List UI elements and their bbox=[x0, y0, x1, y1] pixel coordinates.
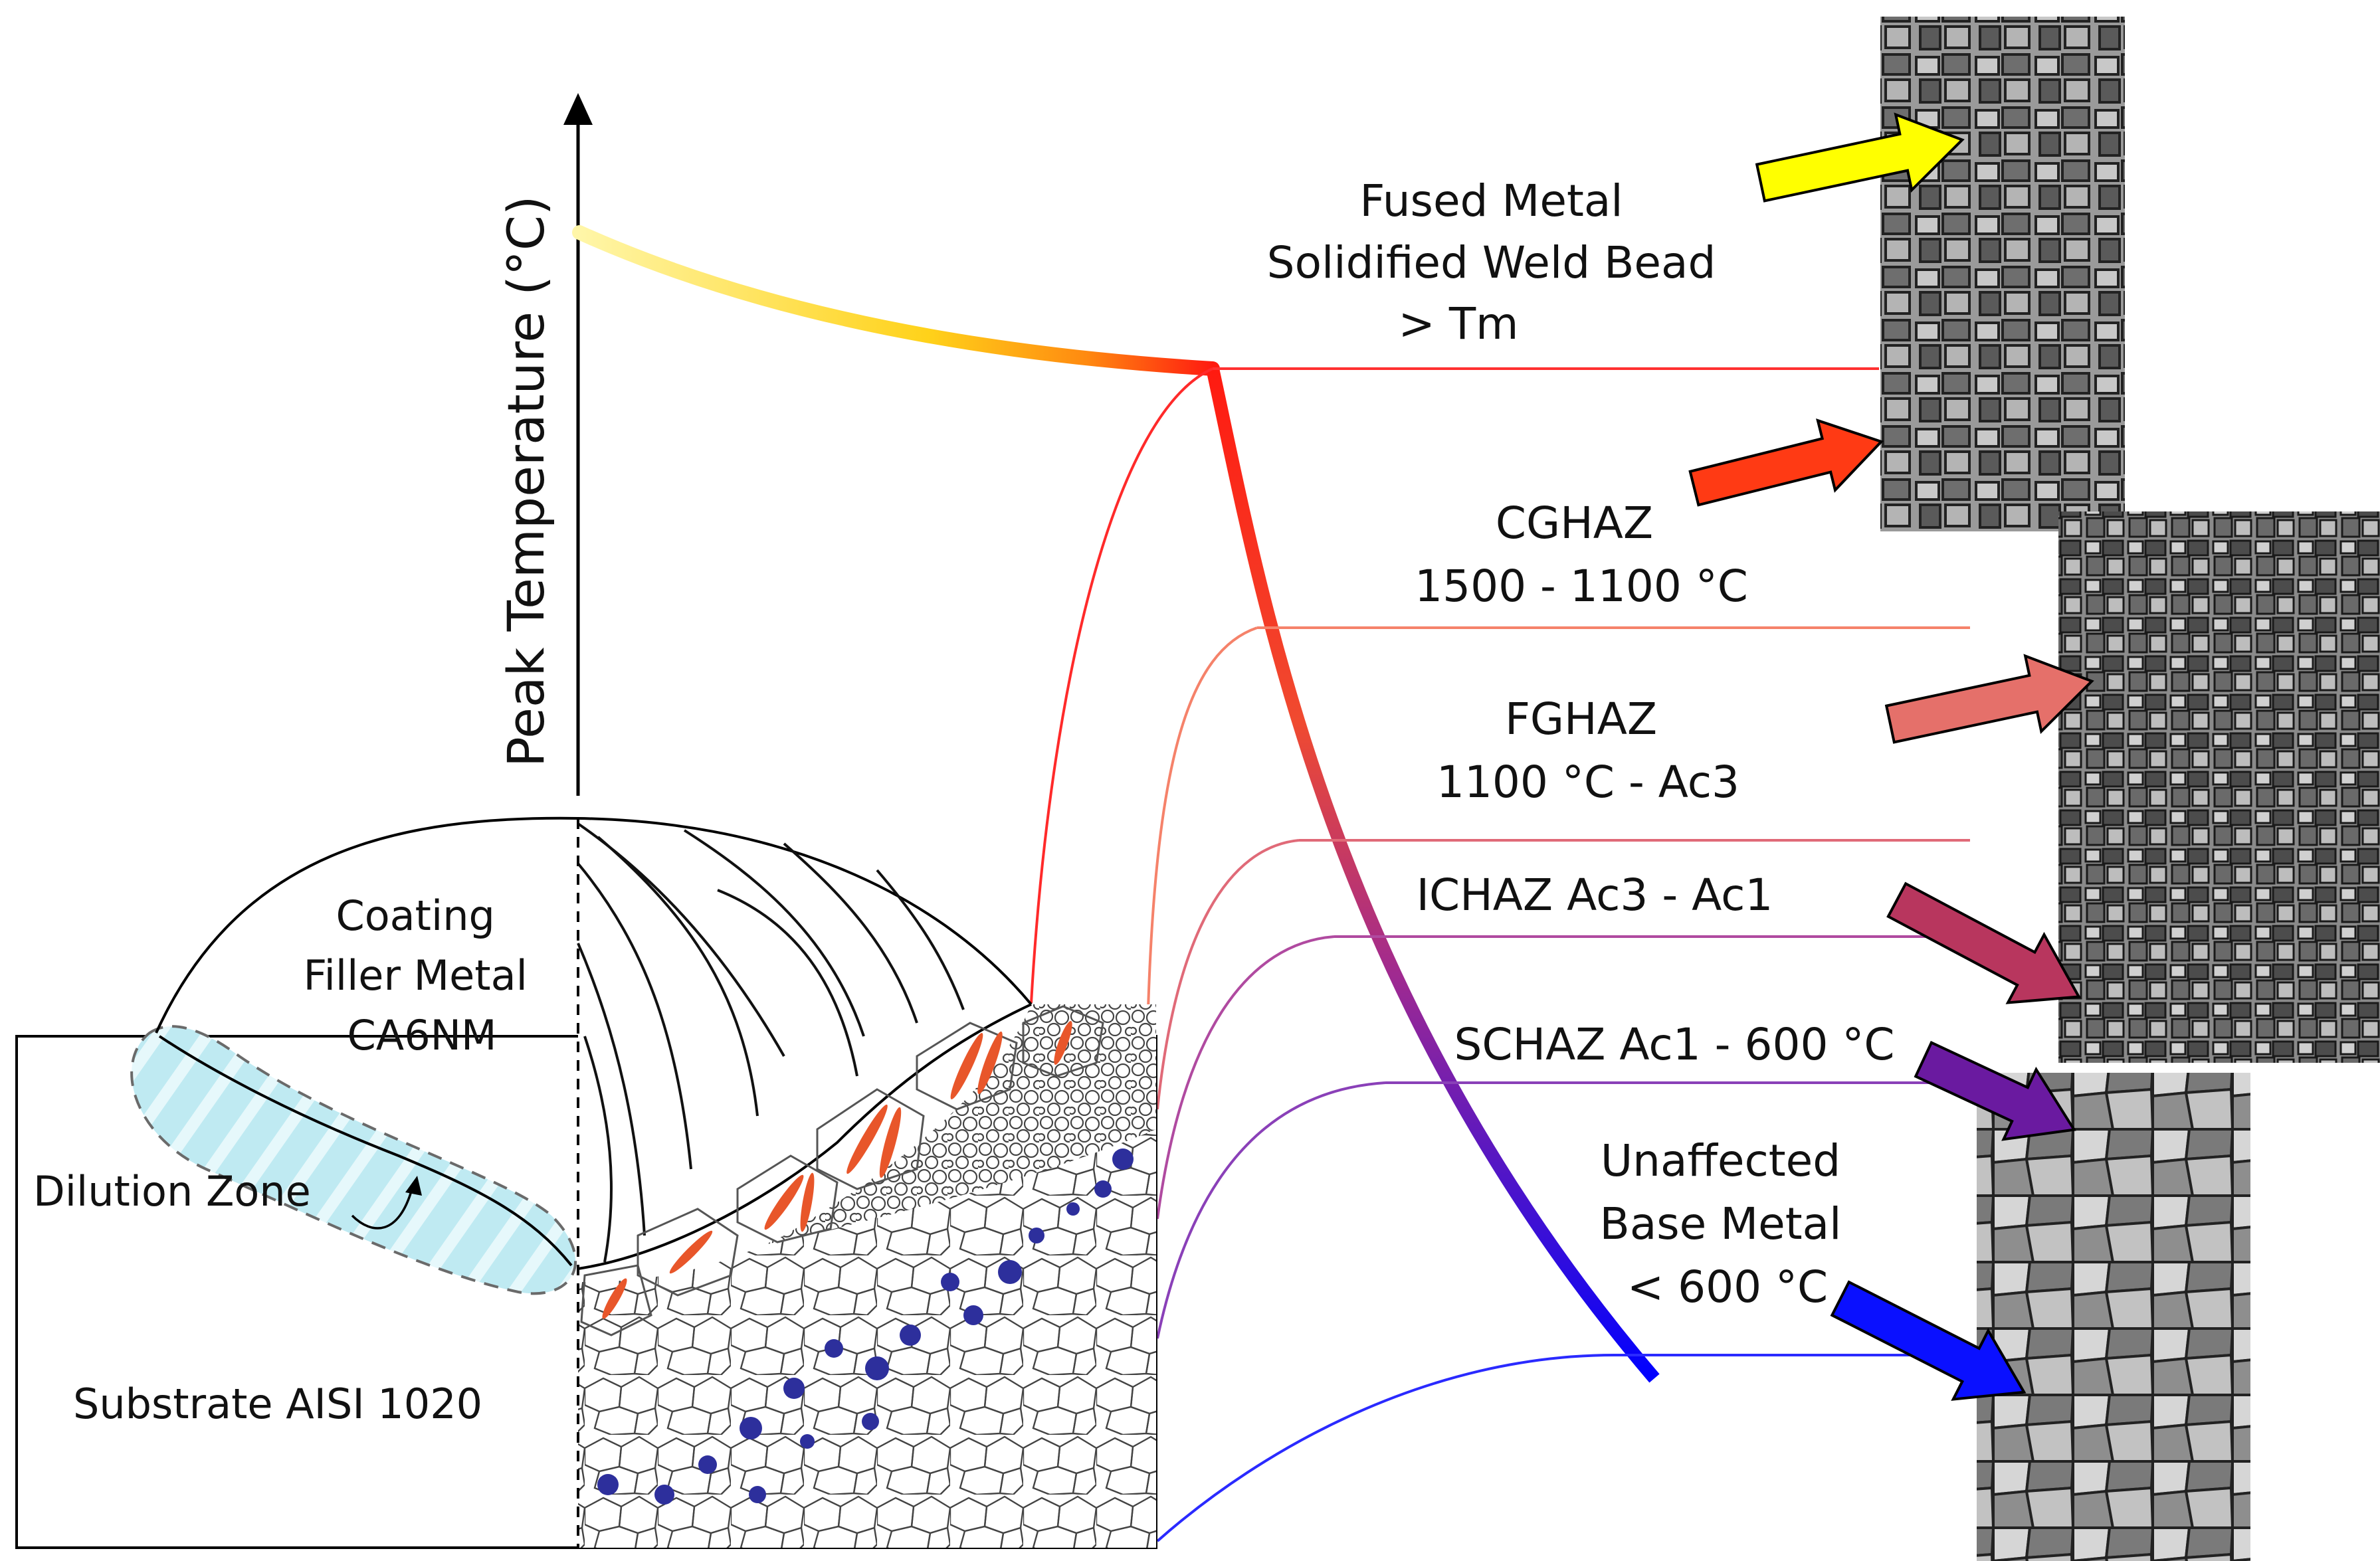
coarse-grain-region bbox=[578, 1129, 1156, 1548]
dark-grains bbox=[597, 1148, 1134, 1505]
martensite-laths bbox=[602, 1021, 1072, 1319]
cghaz-label-line-1: CGHAZ bbox=[1496, 498, 1653, 549]
cghaz-label-line-2: 1500 - 1100 °C bbox=[1415, 561, 1748, 612]
substrate-label: Substrate AISI 1020 bbox=[73, 1380, 482, 1428]
base-connector bbox=[1156, 1354, 1615, 1542]
fghaz-arrow bbox=[1884, 654, 2094, 744]
cghaz-connector bbox=[1147, 626, 1258, 1010]
y-axis: Peak Temperature (°C) bbox=[496, 93, 593, 796]
base-label-line-1: Unaffected bbox=[1601, 1135, 1840, 1186]
fused-label-line-1: Fused Metal bbox=[1359, 175, 1623, 227]
schaz-arrow bbox=[1914, 1040, 2076, 1141]
weld-cross-section: Coating Filler Metal CA6NM Dilution Zone… bbox=[15, 816, 1157, 1549]
y-axis-label: Peak Temperature (°C) bbox=[496, 195, 555, 767]
fused-zone-label: Fused Metal Solidified Weld Bead > Tm bbox=[1267, 175, 1730, 349]
zone-labels: Fused Metal Solidified Weld Bead > Tm CG… bbox=[1267, 175, 1895, 1313]
fused-label-line-3: > Tm bbox=[1399, 298, 1519, 349]
dilution-zone-label: Dilution Zone bbox=[33, 1167, 311, 1216]
fghaz-label-line-1: FGHAZ bbox=[1505, 693, 1657, 745]
curve-down-segment bbox=[1206, 367, 1660, 1383]
connector-curves bbox=[1030, 367, 1615, 1542]
fused-connector bbox=[1030, 367, 1213, 1004]
peak-temperature-curve bbox=[572, 225, 1660, 1383]
coating-label-line-3: CA6NM bbox=[347, 1011, 496, 1059]
base-metal-label: Unaffected Base Metal < 600 °C bbox=[1600, 1135, 1856, 1313]
base-label-line-3: < 600 °C bbox=[1627, 1261, 1828, 1313]
schaz-label: SCHAZ Ac1 - 600 °C bbox=[1454, 1019, 1894, 1070]
fused-label-line-2: Solidified Weld Bead bbox=[1267, 237, 1716, 288]
cghaz-label: CGHAZ 1500 - 1100 °C bbox=[1415, 498, 1748, 612]
dilution-pointer-head bbox=[405, 1176, 422, 1196]
ichaz-label: ICHAZ Ac3 - Ac1 bbox=[1417, 870, 1773, 921]
base-label-line-2: Base Metal bbox=[1600, 1198, 1842, 1249]
weld-bead bbox=[156, 818, 1031, 1282]
ichaz-connector bbox=[1156, 935, 1335, 1220]
fusion-boundary-right bbox=[577, 1003, 1032, 1270]
columnar-grains bbox=[577, 822, 965, 1263]
y-axis-arrowhead bbox=[563, 93, 593, 125]
coarse-haz-grains bbox=[580, 1005, 1104, 1336]
coating-label: Coating Filler Metal CA6NM bbox=[303, 891, 540, 1059]
schaz-connector bbox=[1156, 1081, 1386, 1339]
ichaz-arrow bbox=[1886, 881, 2081, 1004]
fghaz-label-line-2: 1100 °C - Ac3 bbox=[1437, 757, 1739, 808]
fused-arrow bbox=[1755, 112, 1965, 203]
zone-lines bbox=[1213, 367, 2007, 1356]
micrograph-fused-cghaz bbox=[1880, 17, 2125, 531]
dilution-pointer bbox=[351, 1188, 413, 1230]
dilution-zone bbox=[130, 1025, 577, 1295]
zone-arrows bbox=[1688, 112, 2094, 1401]
fusion-boundary bbox=[158, 1035, 573, 1267]
micrographs bbox=[1880, 17, 2380, 1561]
fghaz-label: FGHAZ 1100 °C - Ac3 bbox=[1437, 693, 1739, 808]
coating-label-line-1: Coating bbox=[336, 891, 494, 940]
base-metal-arrow bbox=[1830, 1280, 2027, 1401]
micrograph-fghaz-ichaz bbox=[2058, 511, 2380, 1063]
micrograph-base-metal bbox=[1977, 1073, 2250, 1561]
curve-top-segment bbox=[572, 225, 1220, 376]
cghaz-arrow bbox=[1688, 418, 1884, 507]
fghaz-connector bbox=[1156, 839, 1300, 1110]
coating-label-line-2: Filler Metal bbox=[303, 951, 527, 1000]
